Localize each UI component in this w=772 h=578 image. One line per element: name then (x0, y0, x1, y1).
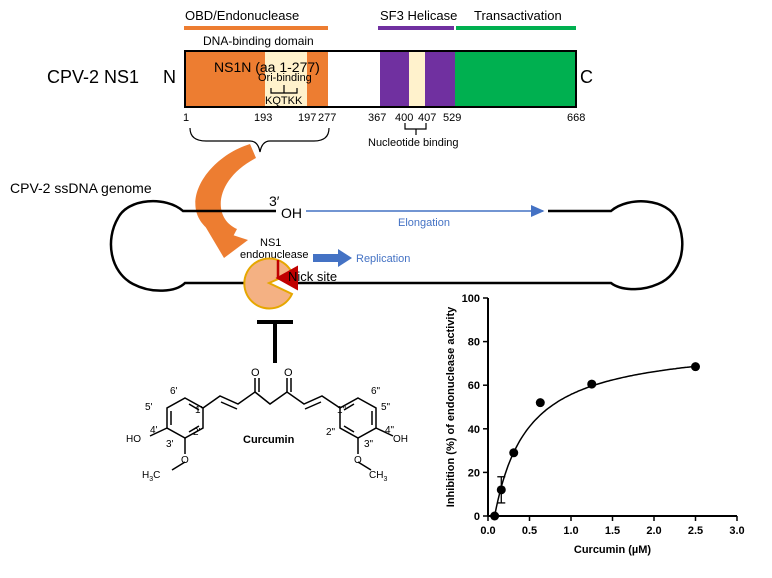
oh-label: OH (281, 205, 302, 221)
atom-4pp: 4" (385, 425, 395, 436)
curcumin-chain (202, 391, 341, 409)
position-193: 193 (254, 112, 272, 124)
protein-name: CPV-2 NS1 (47, 67, 139, 87)
genome-right-hairpin (290, 200, 684, 291)
x-tick-label: 1.5 (605, 525, 620, 537)
genome-title: CPV-2 ssDNA genome (10, 180, 152, 196)
segment-ori-binding (265, 51, 307, 107)
data-point (535, 398, 545, 408)
n-terminus: N (163, 67, 176, 87)
y-tick-label: 60 (468, 380, 480, 392)
nucleotide-binding-label: Nucleotide binding (368, 137, 459, 149)
domain-label-obd: OBD/Endonuclease (185, 8, 299, 23)
segment-nucleotide-binding (409, 51, 425, 107)
y-axis-label: Inhibition (%) of endonuclease activity (445, 306, 457, 507)
atom-2pp: 2" (326, 427, 336, 438)
domain-bar-obd (184, 26, 328, 30)
data-point (587, 379, 597, 389)
y-tick-label: 40 (468, 424, 480, 436)
ns1n-brace (189, 127, 330, 153)
methoxy-right: CH3 (369, 470, 387, 483)
three-prime-label: 3′ (269, 193, 280, 209)
domain-bar-transactivation (456, 26, 576, 30)
ketone-oxygen-right: O (284, 367, 293, 379)
ori-bracket (270, 85, 298, 94)
inhibition-chart: 0 20 40 60 80 100 0.0 0.5 1.0 1.5 2.0 2.5 3.0Curcumi… (445, 293, 745, 556)
domain-label-transactivation: Transactivation (474, 8, 562, 23)
fit-curve (493, 365, 696, 517)
position-400: 400 (395, 112, 413, 124)
data-point (509, 448, 519, 458)
ketone-oxygen-left: O (251, 367, 260, 379)
curcumin-name: Curcumin (243, 434, 295, 446)
c-terminus: C (580, 67, 593, 87)
atom-5pp: 5" (381, 402, 391, 413)
position-197: 197 (298, 112, 316, 124)
data-point (490, 511, 500, 521)
x-tick-label: 2.5 (688, 525, 703, 537)
atom-1pp: 1" (337, 405, 347, 416)
endonuclease-label-line2: endonuclease (240, 249, 309, 261)
atom-1p: 1' (195, 405, 203, 416)
position-529: 529 (443, 112, 461, 124)
data-point (496, 485, 506, 495)
nick-site-label: Nick site (288, 269, 337, 284)
x-tick-label: 2.0 (646, 525, 661, 537)
ns1-enzyme-shape (243, 257, 294, 310)
atom-5p: 5' (145, 402, 153, 413)
atom-6p: 6' (170, 386, 178, 397)
segment-transactivation (455, 51, 576, 107)
methoxy-oxygen-right: O (354, 455, 362, 466)
elongation-label: Elongation (398, 217, 450, 229)
ori-binding-label: Ori-binding (258, 72, 312, 84)
atom-6pp: 6" (371, 386, 381, 397)
hydroxyl-left: HO (126, 434, 141, 445)
replication-label: Replication (356, 253, 410, 265)
replication-arrow (313, 249, 352, 267)
position-367: 367 (368, 112, 386, 124)
atom-3pp: 3" (364, 439, 374, 450)
methoxy-left: H3C (142, 470, 160, 483)
endonuclease-curved-arrow (195, 144, 256, 246)
data-point (691, 362, 700, 372)
y-tick-label: 0 (474, 511, 480, 523)
hydroxyl-right: OH (393, 434, 408, 445)
position-277: 277 (318, 112, 336, 124)
ns1n-label: NS1N (aa 1-277) (214, 59, 320, 75)
domain-bar-helicase (378, 26, 454, 30)
x-axis-label: Curcumin (µM) (574, 544, 652, 556)
genome-left-hairpin (109, 199, 276, 292)
x-tick-label: 1.0 (563, 525, 578, 537)
curcumin-structure (149, 378, 394, 471)
curcumin-right-ring (339, 397, 377, 439)
endonuclease-label-line1: NS1 (260, 237, 281, 249)
x-tick-label: 0.0 (480, 525, 495, 537)
protein-outline (184, 50, 577, 108)
position-407: 407 (418, 112, 436, 124)
dna-binding-domain-label: DNA-binding domain (203, 34, 314, 48)
position-1: 1 (183, 112, 189, 124)
endonuclease-arrow-head (205, 226, 248, 258)
atom-4p: 4' (150, 425, 158, 436)
curcumin-labels: 6' 5' 4' 3' 2' 1' 6" 5" 4" 3" 2" 1" O O … (126, 367, 408, 483)
y-tick-label: 100 (462, 293, 480, 305)
motif-label: KQTKK (265, 95, 303, 107)
nucleotide-bracket (404, 123, 427, 135)
position-668: 668 (567, 112, 585, 124)
ssdna-genome (109, 199, 684, 292)
atom-3p: 3' (166, 439, 174, 450)
atom-2p: 2' (193, 427, 201, 438)
methoxy-oxygen-left: O (181, 455, 189, 466)
protein-bar (184, 50, 577, 108)
segment-linker (328, 51, 380, 107)
y-tick-label: 80 (468, 337, 480, 349)
x-tick-label: 0.5 (522, 525, 537, 537)
domain-label-helicase: SF3 Helicase (380, 8, 457, 23)
y-tick-label: 20 (468, 467, 480, 479)
x-tick-label: 3.0 (729, 525, 744, 537)
